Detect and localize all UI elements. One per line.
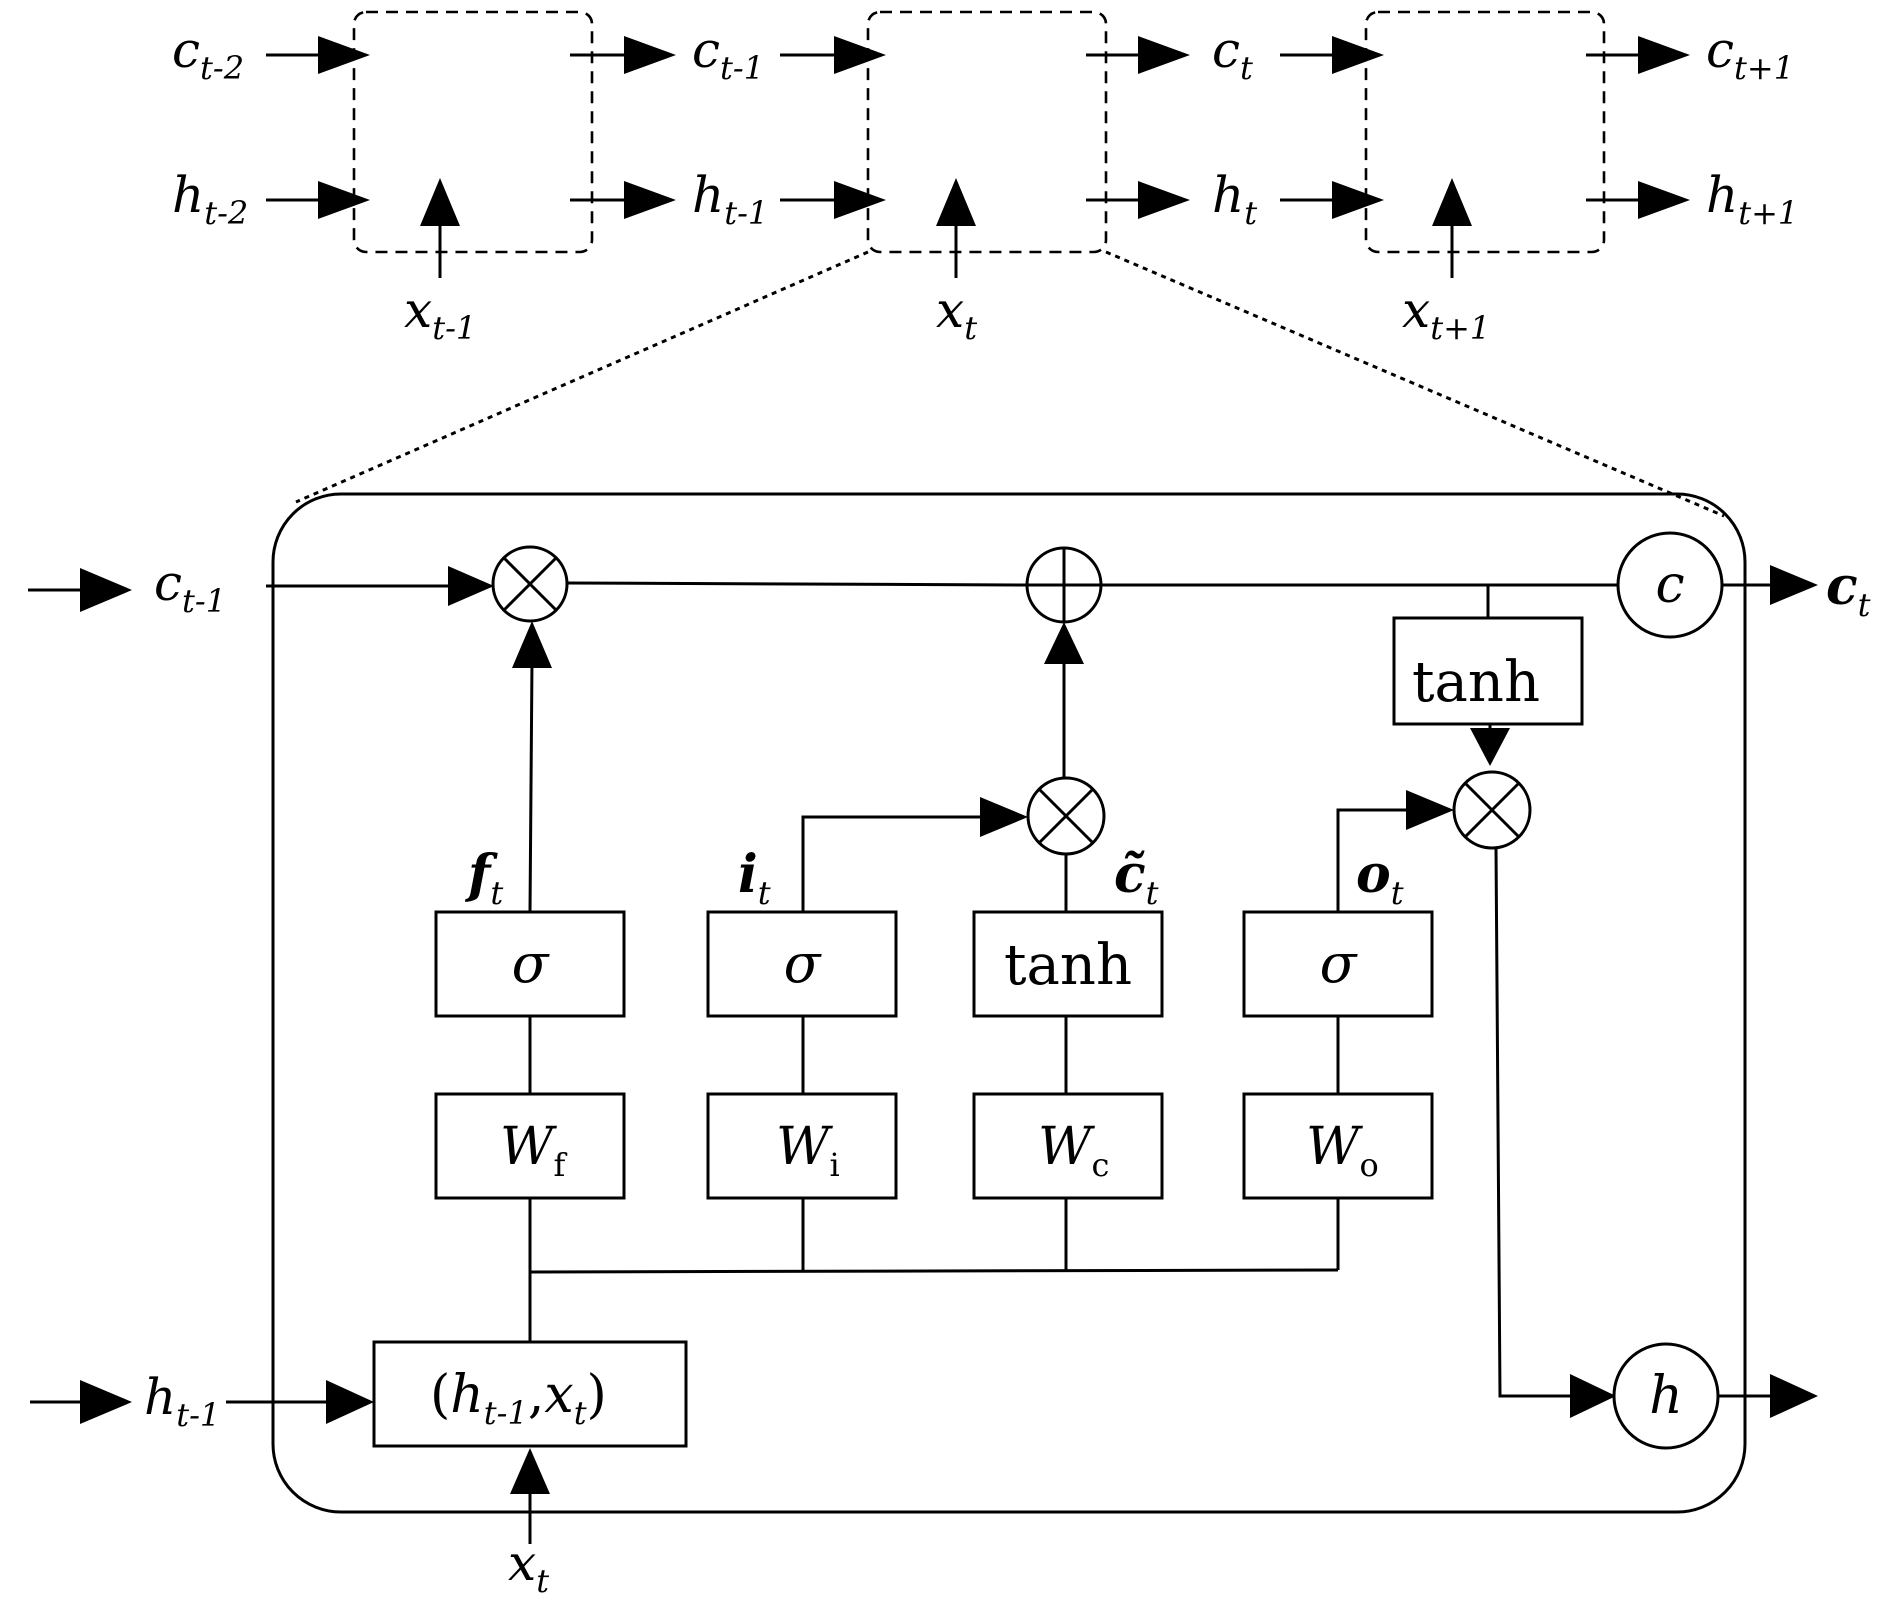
gate-candidate: tanh Wc c̃t (972, 844, 1164, 1200)
unrolled-chain: ct-2 ht-2 xt-1 ct-1 ht-1 xt ct ht xt+1 c… (172, 10, 1798, 347)
candidate-weight-label: Wc (1038, 1117, 1109, 1184)
forget-sigma-box (434, 910, 626, 1018)
c-t-label: ct (1212, 21, 1253, 87)
x-t-minus-1-label: xt-1 (404, 281, 476, 347)
input-sigma-box (706, 910, 898, 1018)
cell-outline (271, 492, 1747, 1514)
candidate-output-label: c̃t (1114, 844, 1159, 912)
zoom-line-right (1105, 250, 1725, 518)
c-node (1616, 531, 1724, 639)
candidate-tanh-box (972, 910, 1164, 1018)
zoom-line-left (295, 250, 869, 504)
output-gate-output-label: ot (1356, 844, 1404, 912)
forget-sigma-label: σ (512, 932, 551, 995)
chain-arrows (266, 36, 1690, 278)
input-weight-label: Wi (776, 1117, 840, 1184)
input-multiply-node (1026, 776, 1106, 856)
output-sigma-box (1242, 910, 1434, 1018)
cell-box-2 (866, 10, 1108, 254)
c-t-plus-1-label: ct+1 (1706, 21, 1794, 87)
forget-multiply-node (491, 545, 569, 623)
concat-label: (ht-1,xt) (430, 1365, 607, 1432)
c-t-minus-1-label: ct-1 (692, 21, 764, 87)
concat-box (372, 1340, 688, 1448)
cell-x-input-label: xt (508, 1534, 549, 1597)
h-t-plus-1-label: ht+1 (1706, 166, 1798, 232)
c-node-label: c (1655, 555, 1684, 615)
input-weight-box (706, 1092, 898, 1200)
cell-c-prev-label: ct-1 (154, 554, 226, 620)
h-t-label: ht (1212, 166, 1257, 232)
h-t-minus-2-label: ht-2 (172, 166, 248, 232)
gate-forget: σ Wf ft (434, 844, 626, 1200)
h-t-minus-1-label: ht-1 (692, 166, 768, 232)
input-sigma-label: σ (784, 932, 823, 995)
cell-tanh-label: tanh (1412, 650, 1540, 715)
output-weight-label: Wo (1306, 1117, 1379, 1184)
gate-output: σ Wo ot (1242, 844, 1434, 1200)
lstm-cell-detail: c tanh (28, 492, 1818, 1544)
add-node (1025, 546, 1103, 624)
input-gate-output-label: it (738, 844, 771, 912)
cell-box-1 (352, 10, 594, 254)
cell-box-3 (1364, 10, 1606, 254)
output-weight-box (1242, 1092, 1434, 1200)
cell-tanh-box (1392, 616, 1584, 726)
c-t-minus-2-label: ct-2 (172, 21, 244, 87)
cell-c-out-label: ct (1826, 556, 1871, 624)
h-node-label: h (1649, 1366, 1683, 1426)
gate-input: σ Wi it (706, 844, 898, 1200)
x-t-plus-1-label: xt+1 (1402, 281, 1490, 347)
output-sigma-label: σ (1320, 932, 1359, 995)
x-t-label: xt (936, 281, 977, 347)
forget-weight-box (434, 1092, 626, 1200)
forget-weight-label: Wf (500, 1117, 567, 1184)
output-multiply-node (1452, 770, 1532, 850)
candidate-weight-box (972, 1092, 1164, 1200)
forget-gate-output-label: ft (464, 844, 503, 912)
cell-h-prev-label: ht-1 (144, 1368, 220, 1434)
candidate-tanh-label: tanh (1004, 933, 1132, 998)
